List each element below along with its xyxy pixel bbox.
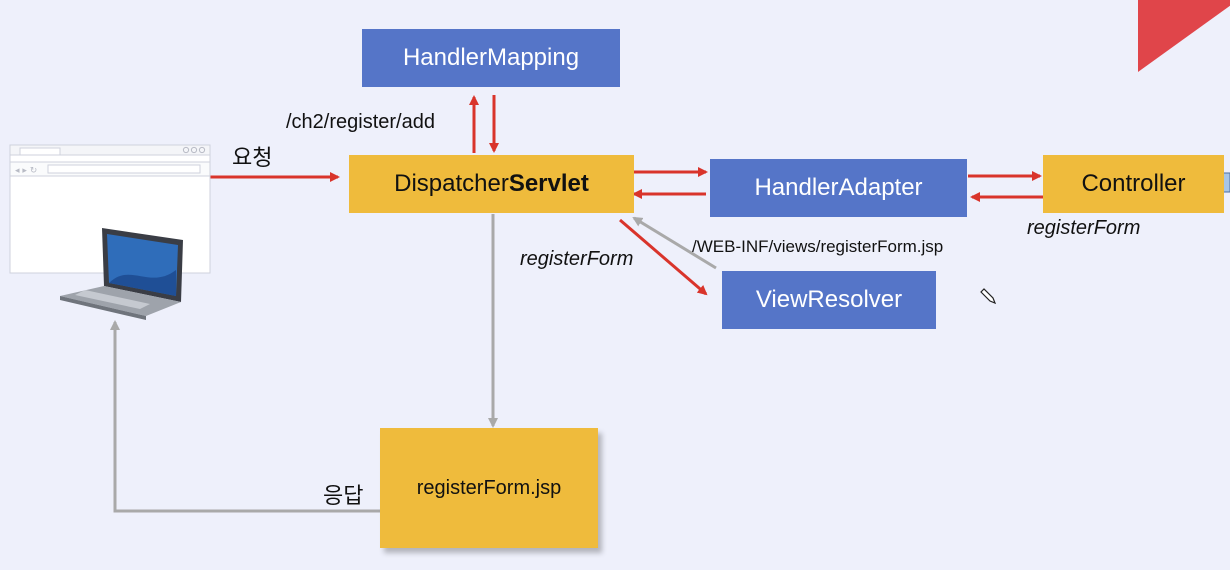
- view-name-label: registerForm: [520, 248, 634, 270]
- handler-mapping-box: HandlerMapping: [362, 29, 620, 87]
- from-viewresolver-arrow: [632, 216, 717, 270]
- dispatcher-bold-label: Servlet: [508, 170, 589, 197]
- to-viewresolver-arrow: [619, 218, 708, 296]
- jsp-page-box: registerForm.jsp: [380, 428, 598, 548]
- view-path-label: /WEB-INF/views/registerForm.jsp: [692, 237, 944, 256]
- svg-text:◂ ▸ ↻: ◂ ▸ ↻: [15, 166, 37, 176]
- handler-mapping-label: HandlerMapping: [402, 44, 580, 71]
- response-arrow: [110, 320, 380, 513]
- pencil-cursor-icon: [980, 288, 997, 305]
- handler-adapter-box: HandlerAdapter: [710, 159, 967, 217]
- dispatcher-prefix-label: Dispatcher: [394, 170, 509, 197]
- view-resolver-box: ViewResolver: [722, 271, 936, 329]
- controller-box: Controller: [1043, 155, 1224, 213]
- controller-label: Controller: [1081, 170, 1186, 197]
- laptop-icon: [60, 228, 183, 320]
- response-label: 응답: [323, 483, 364, 508]
- request-label: 요청: [232, 145, 273, 170]
- view-resolver-label: ViewResolver: [755, 286, 903, 313]
- controller-return-label: registerForm: [1027, 217, 1141, 239]
- jsp-page-label: registerForm.jsp: [416, 476, 562, 499]
- url-path-label: /ch2/register/add: [286, 111, 435, 133]
- handler-adapter-label: HandlerAdapter: [754, 174, 923, 201]
